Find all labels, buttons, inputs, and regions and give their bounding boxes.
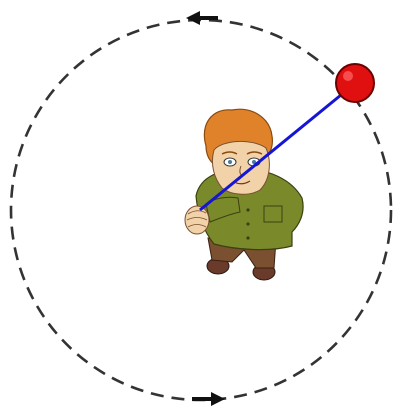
arrow-right-icon xyxy=(192,392,225,406)
person xyxy=(185,109,303,280)
hand xyxy=(185,206,209,234)
ball xyxy=(336,64,374,102)
arrow-left-icon xyxy=(186,11,218,25)
